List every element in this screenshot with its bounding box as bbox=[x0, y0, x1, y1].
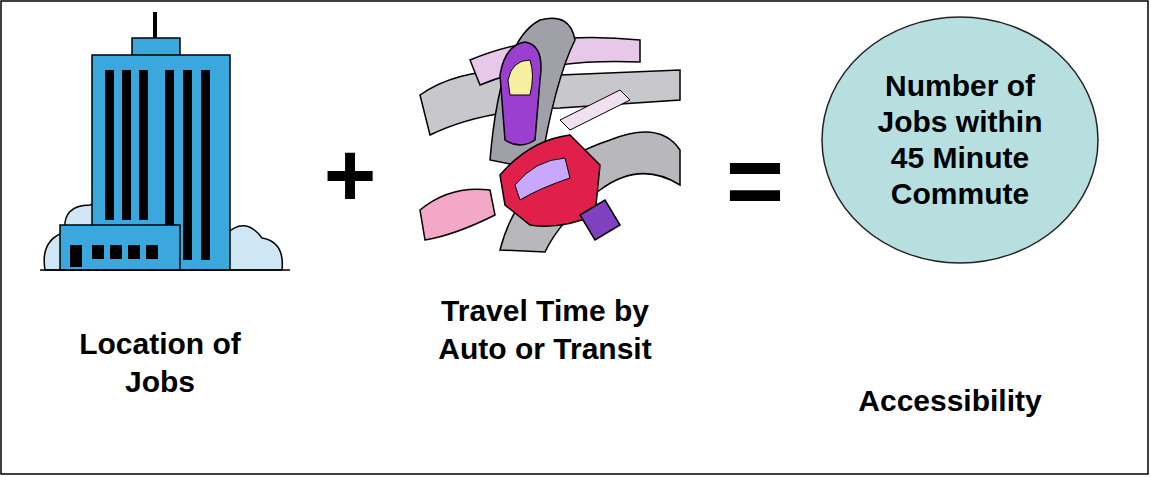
transit-clipart bbox=[420, 18, 680, 252]
column-label: Travel Time by Auto or Transit bbox=[435, 292, 655, 368]
column-label: Location of Jobs bbox=[50, 325, 270, 401]
node-text-group: Number of Jobs within 45 Minute Commute bbox=[865, 68, 1055, 212]
ellipse-outline bbox=[820, 15, 1100, 265]
ellipse-text: Number of Jobs within 45 Minute Commute bbox=[865, 68, 1055, 212]
result-ellipse: Number of Jobs within 45 Minute Commute bbox=[820, 15, 1100, 265]
office-building-clipart bbox=[40, 12, 290, 270]
operator-symbol: = bbox=[710, 130, 800, 230]
column-label: Accessibility bbox=[820, 382, 1080, 420]
operator-symbol: + bbox=[310, 130, 390, 220]
